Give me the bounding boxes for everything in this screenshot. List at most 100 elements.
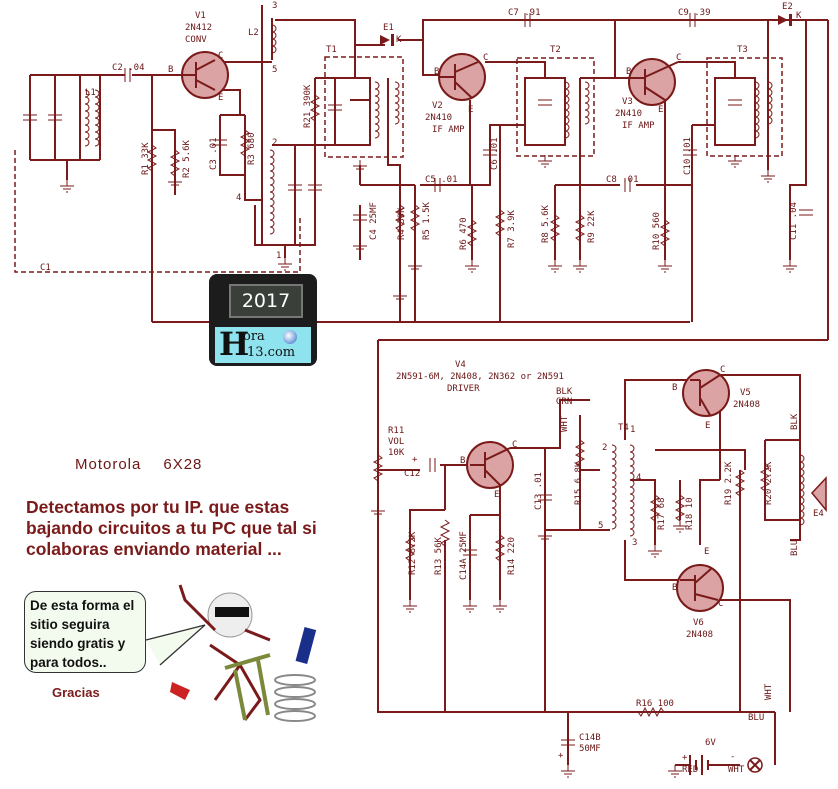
label-e4: E4	[813, 509, 824, 519]
resistor-r13	[439, 519, 451, 547]
logo-site: H ora 13.com	[215, 327, 311, 363]
label-minus: -	[730, 752, 735, 762]
label-plus: +	[682, 753, 688, 763]
ground-icon	[463, 600, 477, 613]
resistor-r10	[659, 219, 671, 247]
label-r17: R17 68	[657, 497, 667, 530]
pin-c: C	[720, 365, 725, 375]
coil-t3	[754, 81, 760, 139]
label-l1: L1	[85, 88, 96, 98]
label-c2: C2 .04	[112, 63, 145, 73]
v1-ref: V1	[195, 11, 206, 21]
v2-type: 2N410	[425, 113, 452, 123]
label-k: K	[796, 11, 802, 21]
capacitor-c13	[538, 494, 552, 501]
resistor-r18	[674, 494, 686, 522]
coil-l1-secondary	[94, 89, 100, 147]
coil-t3-sec	[767, 81, 773, 125]
label-r19: R19 2.2K	[724, 461, 734, 505]
transistor-v4[interactable]	[466, 441, 514, 489]
v4-ref: V4	[455, 360, 466, 370]
capacitor-c6	[483, 149, 497, 156]
label-c1: C1	[40, 263, 51, 273]
brand-name: Motorola	[75, 456, 142, 473]
v3-ref: V3	[622, 97, 633, 107]
potentiometer-r11	[372, 454, 384, 482]
label-t4: T4	[618, 423, 629, 433]
label-e2: E2	[782, 2, 793, 12]
resistor-r19	[734, 469, 746, 497]
resistor-r1	[146, 144, 158, 172]
pin-b: B	[672, 383, 677, 393]
ground-icon	[648, 545, 662, 558]
pin-b: B	[626, 67, 631, 77]
ground-icon	[393, 290, 407, 303]
label-r11: R11	[388, 426, 404, 436]
v5-type: 2N408	[733, 400, 760, 410]
transistor-v3[interactable]	[628, 58, 679, 106]
label-c14b: C14B	[579, 733, 601, 743]
ground-icon	[353, 240, 367, 253]
pin-e: E	[658, 105, 663, 115]
label-blu: BLU	[790, 540, 800, 556]
battery-icon	[675, 755, 722, 775]
ground-icon	[658, 260, 672, 273]
capacitor-c7	[524, 13, 531, 27]
pin-c: C	[718, 599, 723, 609]
pin-number: 4	[636, 473, 641, 483]
capacitor-c3	[213, 139, 227, 146]
label-c13: C13 .01	[534, 472, 544, 510]
ground-icon	[538, 155, 552, 168]
label-t2: T2	[550, 45, 561, 55]
label-r21: R21 390K	[303, 84, 313, 128]
label-r1: R1 33K	[141, 142, 151, 175]
label-r15: R15 6.8K	[574, 461, 584, 505]
resistor-r9	[574, 214, 586, 242]
label-r3: R3 680	[247, 132, 257, 165]
pin-c: C	[218, 51, 223, 61]
coil-t2	[564, 81, 570, 139]
ground-icon	[538, 530, 552, 543]
speech-bubble: De esta forma el sitio seguira siendo gr…	[24, 591, 146, 673]
transistor-v6[interactable]	[676, 564, 724, 612]
label-blk: BLK	[556, 387, 573, 397]
diode-e2	[778, 14, 792, 26]
logo-initial: H	[219, 325, 250, 363]
transistor-v5[interactable]	[682, 369, 730, 417]
coil-l2-lower	[269, 149, 275, 235]
pin-b: B	[434, 67, 439, 77]
v3-type: 2N410	[615, 109, 642, 119]
resistor-r17	[649, 494, 661, 522]
resistor-r7	[494, 209, 506, 237]
v5-ref: V5	[740, 388, 751, 398]
pin-number: 2	[602, 443, 607, 453]
capacitor-c11	[799, 209, 813, 216]
label-wht: WHT	[764, 683, 774, 700]
label-r12: R12 8.2K	[408, 531, 418, 575]
resistor-r8	[549, 214, 561, 242]
site-logo[interactable]: 2017 H ora 13.com	[209, 274, 317, 366]
label-battery: 6V	[705, 738, 716, 748]
pin-number: 1	[630, 425, 635, 435]
coil-t1	[374, 81, 380, 139]
resistor-r21	[309, 94, 321, 122]
logo-text-b: 13.com	[247, 345, 296, 360]
coil-t1-sec	[394, 81, 400, 125]
capacitor-c12	[429, 458, 436, 472]
pin-e: E	[494, 490, 499, 500]
label-c7: C7 .91	[508, 8, 541, 18]
pin-e: E	[704, 547, 709, 557]
transistor-v1[interactable]	[175, 51, 229, 99]
v3-role: IF AMP	[622, 121, 655, 131]
label-r11-vol: VOL	[388, 437, 404, 447]
label-l2: L2	[248, 28, 259, 38]
coil-t4-secondary	[629, 444, 635, 537]
pin-b: B	[168, 65, 173, 75]
transistor-v2[interactable]	[438, 53, 486, 101]
diode-e1	[380, 34, 394, 46]
resistor-r16	[637, 706, 665, 718]
pin-number: 2	[272, 138, 277, 148]
label-grn: GRN	[556, 397, 572, 407]
pin-c: C	[676, 53, 681, 63]
